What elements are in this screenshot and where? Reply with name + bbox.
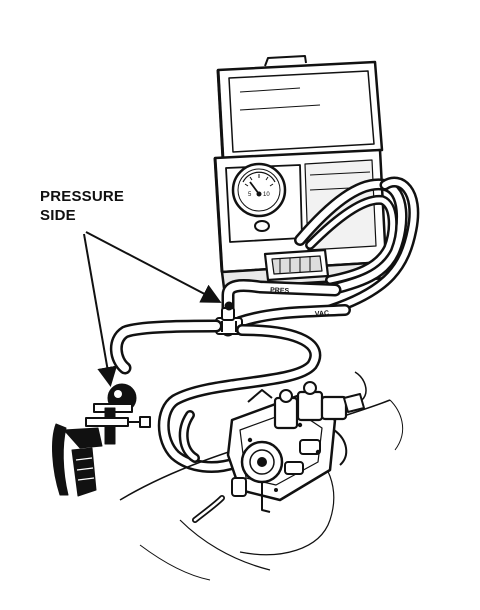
engine-hose-loop (157, 324, 322, 473)
hand-pump (52, 383, 151, 497)
engine-component (119, 371, 404, 581)
callout-arrow-to-pump (83, 233, 118, 387)
gauge-mark-1: 5 (248, 192, 252, 198)
gauge-knob (254, 220, 270, 232)
tester-hoses (294, 176, 420, 316)
pressure-hose-label: PRES (270, 287, 290, 295)
tee-side-hose (109, 319, 223, 375)
pressure-side-callout: PRESSURE SIDE (40, 187, 124, 225)
vacuum-hose-label: VAC (315, 310, 330, 318)
callout-arrow-to-tee (85, 231, 222, 303)
vacuum-hose (234, 304, 351, 328)
pressure-hose (221, 279, 342, 337)
tester-case-lid (216, 55, 384, 162)
callout-line-1: PRESSURE (40, 188, 125, 205)
gauge-dial: 5 10 (231, 162, 287, 218)
callout-line-2: SIDE (40, 207, 76, 224)
callout-arrows (83, 231, 222, 387)
gauge-mark-2: 10 (263, 192, 270, 198)
